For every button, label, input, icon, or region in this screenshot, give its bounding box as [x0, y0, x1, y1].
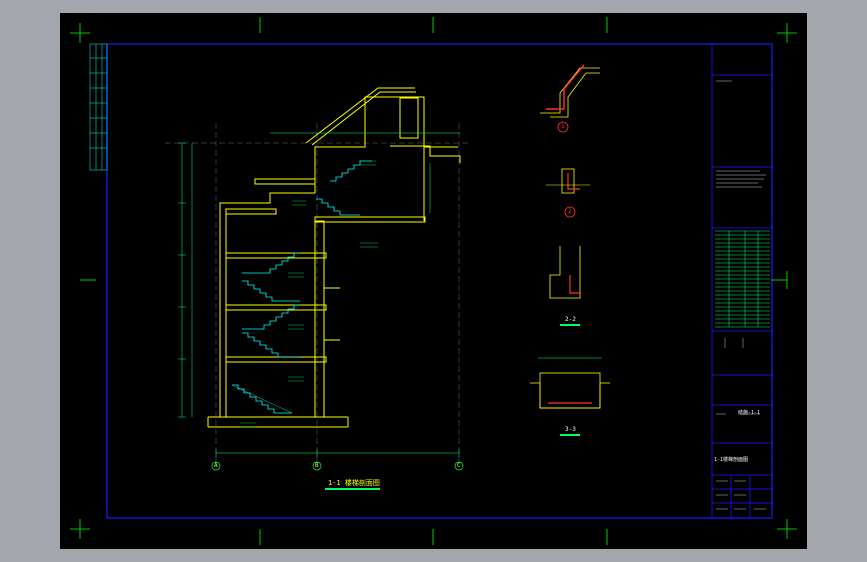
section-title: 1-1 楼梯剖面图	[328, 479, 380, 487]
detail-1	[540, 64, 600, 133]
stair-flights	[231, 160, 372, 414]
title-block-drawing-name: 1-1楼梯剖面图	[714, 457, 749, 463]
corner-crosshairs	[70, 17, 797, 545]
detail-2-marker: 2	[568, 208, 572, 215]
grid-axis-label-b: B	[315, 462, 319, 469]
section-3-3-title: 3-3	[565, 426, 576, 433]
title-block-notes	[716, 80, 766, 510]
detail-section-3-3	[530, 357, 610, 436]
detail-2	[546, 168, 590, 218]
drawing-border	[106, 43, 773, 519]
title-block-table	[715, 230, 770, 328]
grid-lines	[165, 123, 470, 461]
drawing-sheet: A B C 1-1 楼梯剖面图 1 2 2-2 3-3 1-1楼梯剖面图 结施-…	[60, 13, 807, 549]
section-2-2-title: 2-2	[565, 316, 576, 323]
revision-grid	[89, 43, 108, 171]
detail-section-2-2	[549, 246, 581, 326]
dimension-lines	[178, 132, 460, 457]
grid-axis-label-c: C	[457, 462, 461, 469]
cad-drawing	[70, 17, 797, 545]
annotation-leaders	[240, 160, 378, 428]
title-block-drawing-no: 结施-1-1	[738, 410, 761, 416]
grid-axis-label-a: A	[214, 462, 218, 469]
title-block	[711, 44, 772, 518]
section-structure	[207, 87, 461, 428]
grid-bubbles	[211, 461, 464, 471]
detail-1-marker: 1	[561, 123, 565, 130]
